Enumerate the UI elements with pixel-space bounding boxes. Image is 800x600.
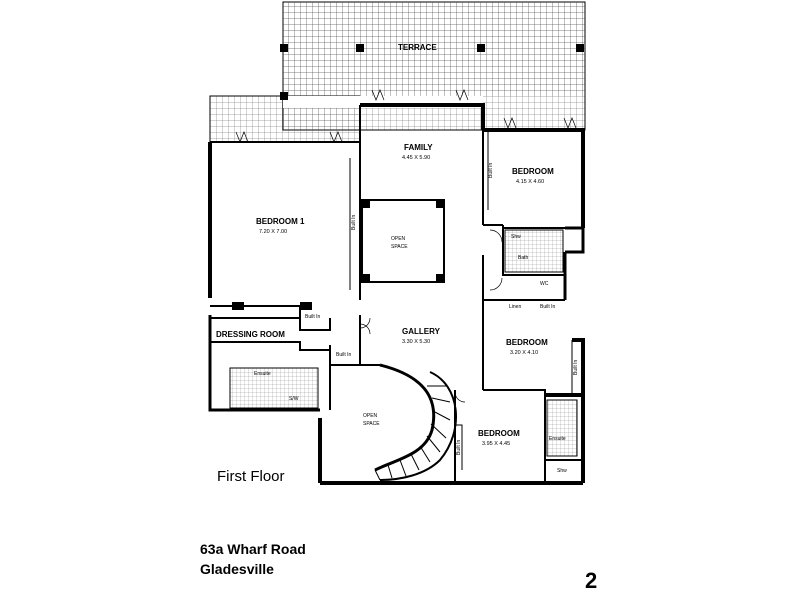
bedroom-e-label: BEDROOM (506, 338, 548, 347)
open-space-lower-line2: SPACE (363, 421, 380, 427)
bedroom-ne-dimensions: 4.15 X 4.60 (516, 179, 544, 185)
bedroom-s-label: BEDROOM (478, 429, 520, 438)
family-dimensions: 4.45 X 5.90 (402, 155, 430, 161)
bedroom-ne-label: BEDROOM (512, 167, 554, 176)
built-in-bedroom-e-label: Built In (573, 359, 579, 375)
terrace-label: TERRACE (398, 43, 437, 52)
sw-label: S/W (289, 396, 299, 402)
bedroom1-dimensions: 7.20 X 7.00 (259, 229, 287, 235)
built-in-bedroom1-label: Built In (351, 214, 357, 230)
exterior-walls (208, 103, 585, 485)
upper-void (361, 199, 445, 283)
curved-staircase (360, 363, 457, 481)
linen-label: Linen (509, 304, 521, 310)
door-swings (235, 89, 577, 403)
built-in-bedroom-ne-label: Built In (488, 162, 494, 178)
gallery-label: GALLERY (402, 327, 441, 336)
open-space-upper-line1: OPEN (391, 236, 406, 242)
page-number: 2 (585, 568, 598, 593)
floor-label: First Floor (217, 468, 285, 485)
bath-label: Bath (518, 255, 529, 261)
ensuite-west-label: Ensuite (254, 371, 271, 377)
wc-label: WC (540, 281, 549, 287)
built-in-bedroom-s-label: Built In (456, 439, 462, 455)
interior-walls (210, 105, 583, 483)
built-in-gallery-label: Built In (336, 352, 352, 358)
address-line1: 63a Wharf Road (200, 541, 306, 557)
family-label: FAMILY (404, 143, 433, 152)
open-space-lower-line1: OPEN (363, 413, 378, 419)
built-in-ne-label: Built In (540, 304, 556, 310)
bedroom-e-dimensions: 3.20 X 4.10 (510, 350, 538, 356)
gallery-dimensions: 3.30 X 5.30 (402, 339, 430, 345)
built-in-dressing-label: Built In (305, 314, 321, 320)
room-labels: TERRACE FAMILY 4.45 X 5.90 BEDROOM 4.15 … (216, 43, 579, 474)
bedroom1-label: BEDROOM 1 (256, 217, 305, 226)
address-line2: Gladesville (200, 561, 274, 577)
shower-label: Shw (511, 234, 521, 240)
bedroom-s-dimensions: 3.95 X 4.45 (482, 441, 510, 447)
ensuite-east-label: Ensuite (549, 436, 566, 442)
dressing-room-label: DRESSING ROOM (216, 330, 285, 339)
open-space-upper-line2: SPACE (391, 244, 408, 250)
shower-east-label: Shw (557, 468, 567, 474)
terrace-paving (209, 1, 586, 143)
